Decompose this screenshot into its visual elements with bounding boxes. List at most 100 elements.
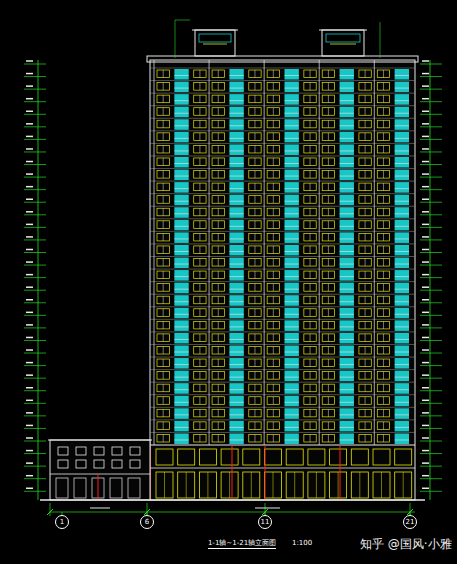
window-mullion [254, 196, 255, 204]
level-tick [420, 378, 442, 379]
balcony-rail [285, 176, 299, 177]
balcony-rail [229, 163, 243, 164]
window-frame [267, 434, 279, 442]
window-frame [267, 221, 279, 229]
window-frame [304, 108, 316, 116]
window-mullion [273, 246, 274, 254]
window-frame [322, 183, 334, 191]
window-mullion [328, 271, 329, 279]
window-mullion [254, 108, 255, 116]
window-frame [304, 284, 316, 292]
window-mullion [273, 271, 274, 279]
balcony-rail [174, 326, 188, 327]
window-frame [194, 83, 206, 91]
window-mullion [310, 284, 311, 292]
window-frame [359, 409, 371, 417]
shopfront [286, 472, 303, 498]
window-frame [359, 259, 371, 267]
balcony-rail [340, 238, 354, 239]
window-frame [359, 133, 371, 141]
level-tick [420, 64, 442, 65]
window-frame [359, 334, 371, 342]
pilaster-line [319, 60, 320, 445]
balcony-rail [229, 226, 243, 227]
balcony-glass [174, 144, 188, 155]
balcony-rail [285, 188, 299, 189]
window-mullion [328, 83, 329, 91]
window-frame [359, 284, 371, 292]
level-tick [420, 126, 442, 127]
balcony-rail [174, 88, 188, 89]
window-frame [194, 108, 206, 116]
balcony-glass [229, 144, 243, 155]
balcony-rail [285, 113, 299, 114]
shopfront-mullion [359, 472, 360, 498]
upper-shop-window [156, 449, 173, 465]
window-frame [304, 384, 316, 392]
window-mullion [273, 158, 274, 166]
window-frame [304, 95, 316, 103]
window-frame [194, 296, 206, 304]
level-axis [430, 60, 431, 500]
window-frame [322, 409, 334, 417]
window-frame [249, 133, 261, 141]
window-mullion [199, 83, 200, 91]
balcony-rail [395, 326, 409, 327]
window-mullion [163, 372, 164, 380]
window-mullion [310, 259, 311, 267]
level-mark [26, 73, 33, 75]
window-frame [377, 372, 389, 380]
window-frame [377, 95, 389, 103]
window-mullion [383, 271, 384, 279]
window-frame [249, 359, 261, 367]
balcony-rail [174, 100, 188, 101]
balcony-glass [229, 94, 243, 105]
balcony-rail [340, 301, 354, 302]
window-mullion [328, 296, 329, 304]
window-frame [157, 334, 169, 342]
balcony-glass [229, 182, 243, 193]
window-frame [249, 309, 261, 317]
floor-line [150, 218, 415, 219]
window-frame [359, 120, 371, 128]
window-mullion [163, 208, 164, 216]
balcony-rail [285, 301, 299, 302]
balcony-rail [340, 439, 354, 440]
balcony-glass [229, 295, 243, 306]
window-frame [249, 196, 261, 204]
roof-cap [319, 30, 367, 31]
window-frame [359, 95, 371, 103]
window-frame [322, 133, 334, 141]
balcony-glass [395, 119, 409, 130]
pilaster-line [209, 60, 210, 445]
window-frame [322, 321, 334, 329]
level-tick [24, 239, 46, 240]
window-mullion [365, 271, 366, 279]
window-mullion [218, 309, 219, 317]
level-tick [24, 353, 46, 354]
balcony-rail [340, 402, 354, 403]
balcony-glass [285, 170, 299, 181]
level-mark [26, 60, 33, 62]
window-frame [322, 145, 334, 153]
window-frame [212, 108, 224, 116]
balcony-glass [395, 358, 409, 369]
balcony-glass [229, 433, 243, 444]
floor-line [150, 155, 415, 156]
level-mark [422, 437, 429, 439]
level-tick [24, 177, 46, 178]
balcony-rail [174, 427, 188, 428]
balcony-rail [340, 276, 354, 277]
window-mullion [254, 145, 255, 153]
window-mullion [310, 196, 311, 204]
window-mullion [199, 246, 200, 254]
window-mullion [383, 284, 384, 292]
window-frame [322, 346, 334, 354]
balcony-glass [395, 207, 409, 218]
balcony-rail [285, 226, 299, 227]
balcony-rail [395, 113, 409, 114]
window-frame [157, 346, 169, 354]
window-mullion [163, 384, 164, 392]
